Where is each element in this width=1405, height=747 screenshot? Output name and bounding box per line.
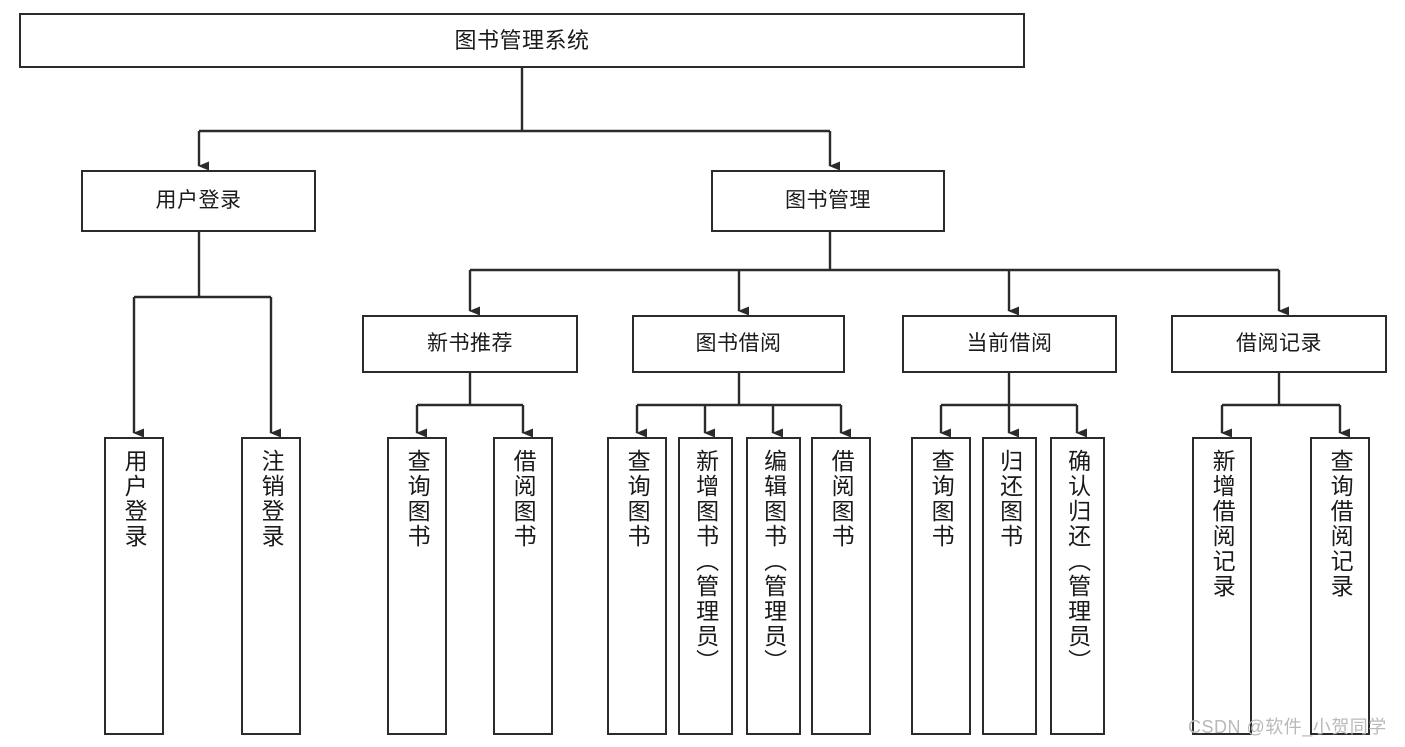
- node-new-book-recommend[interactable]: 新书推荐: [362, 315, 578, 373]
- node-label: 编辑图书（管理员）: [760, 449, 787, 674]
- node-label: 查询借阅记录: [1327, 449, 1354, 599]
- node-label: 当前借阅: [966, 331, 1053, 355]
- leaf-borrow-add-book-admin[interactable]: 新增图书（管理员）: [678, 437, 733, 735]
- node-book-management[interactable]: 图书管理: [711, 170, 945, 232]
- node-label: 新增借阅记录: [1209, 449, 1236, 599]
- leaf-recommend-borrow-book[interactable]: 借阅图书: [493, 437, 553, 735]
- node-label: 用户登录: [121, 449, 148, 549]
- node-label: 新书推荐: [427, 331, 513, 355]
- leaf-current-confirm-return-admin[interactable]: 确认归还（管理员）: [1050, 437, 1105, 735]
- node-label: 借阅记录: [1236, 331, 1322, 355]
- node-root-book-management-system[interactable]: 图书管理系统: [19, 13, 1025, 68]
- node-label: 借阅图书: [828, 449, 855, 549]
- leaf-user-login-login[interactable]: 用户登录: [104, 437, 164, 735]
- leaf-record-query-record[interactable]: 查询借阅记录: [1310, 437, 1370, 735]
- node-label: 图书借阅: [695, 331, 782, 355]
- node-label: 用户登录: [155, 188, 242, 212]
- leaf-recommend-query-book[interactable]: 查询图书: [387, 437, 447, 735]
- node-label: 查询图书: [928, 449, 955, 549]
- leaf-user-login-logout[interactable]: 注销登录: [241, 437, 301, 735]
- leaf-record-add-record[interactable]: 新增借阅记录: [1192, 437, 1252, 735]
- node-book-borrow[interactable]: 图书借阅: [632, 315, 845, 373]
- node-borrow-record[interactable]: 借阅记录: [1171, 315, 1387, 373]
- leaf-borrow-borrow-book[interactable]: 借阅图书: [811, 437, 871, 735]
- leaf-current-query-book[interactable]: 查询图书: [911, 437, 971, 735]
- leaf-borrow-edit-book-admin[interactable]: 编辑图书（管理员）: [746, 437, 801, 735]
- leaf-borrow-query-book[interactable]: 查询图书: [607, 437, 667, 735]
- node-label: 确认归还（管理员）: [1064, 449, 1091, 674]
- node-label: 注销登录: [258, 449, 285, 549]
- node-label: 借阅图书: [510, 449, 537, 549]
- node-label: 归还图书: [996, 449, 1023, 549]
- node-label: 查询图书: [624, 449, 651, 549]
- node-label: 查询图书: [404, 449, 431, 549]
- node-current-borrow[interactable]: 当前借阅: [902, 315, 1117, 373]
- node-user-login[interactable]: 用户登录: [81, 170, 316, 232]
- node-label: 图书管理系统: [454, 27, 590, 53]
- node-label: 新增图书（管理员）: [692, 449, 719, 674]
- leaf-current-return-book[interactable]: 归还图书: [982, 437, 1037, 735]
- node-label: 图书管理: [785, 188, 871, 212]
